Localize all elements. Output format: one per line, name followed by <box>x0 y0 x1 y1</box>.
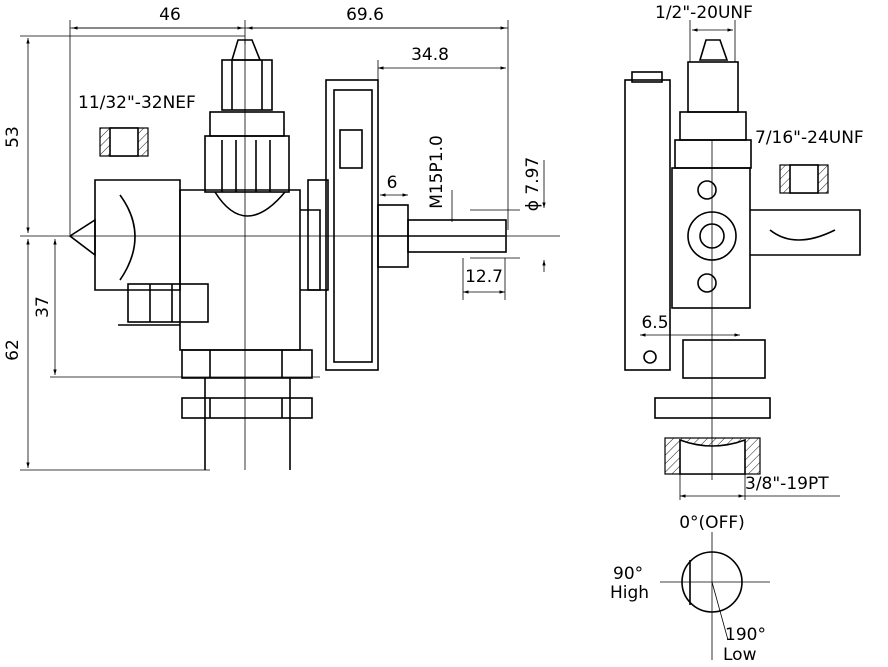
valve-position-indicator: 0°(OFF) 90° High 190° Low <box>610 513 770 665</box>
front-view: 46 69.6 34.8 11/32"-32NEF 53 37 62 6 M15… <box>3 5 560 471</box>
dim-6-5: 6.5 <box>641 313 668 333</box>
dim-diameter-7-97: ϕ 7.97 <box>523 157 543 211</box>
dim-53: 53 <box>3 126 23 148</box>
label-high: High <box>610 583 649 603</box>
label-side-thread: 7/16"-24UNF <box>755 128 864 148</box>
dim-34-8: 34.8 <box>411 45 449 65</box>
label-low-angle: 190° <box>725 625 766 645</box>
label-m15-thread: M15P1.0 <box>427 135 447 209</box>
label-left-inlet-thread: 11/32"-32NEF <box>78 93 196 113</box>
dim-12-7: 12.7 <box>465 267 503 287</box>
dim-6: 6 <box>387 173 398 193</box>
dim-69-6: 69.6 <box>346 5 384 25</box>
dim-46: 46 <box>159 5 181 25</box>
label-low: Low <box>723 645 757 665</box>
label-bottom-thread: 3/8"-19PT <box>745 474 829 494</box>
label-off-position: 0°(OFF) <box>679 513 745 533</box>
label-high-angle: 90° <box>613 564 643 584</box>
dim-62: 62 <box>3 339 23 361</box>
label-top-thread: 1/2"-20UNF <box>655 3 753 23</box>
dim-37: 37 <box>33 296 53 318</box>
side-view: 1/2"-20UNF 7/16"-24UNF 6.5 3/8"-19PT <box>624 3 864 500</box>
